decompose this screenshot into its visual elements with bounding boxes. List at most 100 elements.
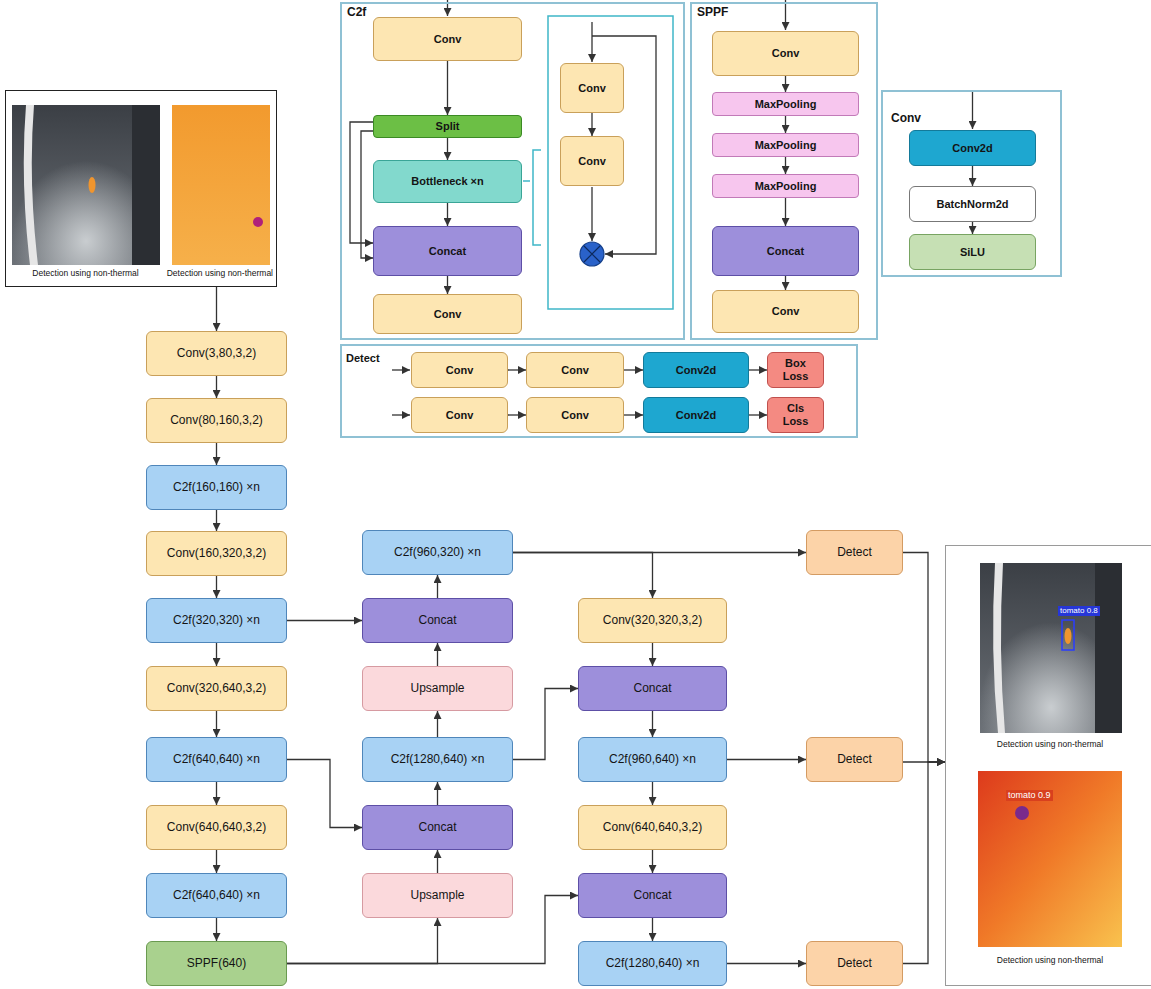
block-label: C2f(1280,640) ×n xyxy=(391,753,485,767)
block-label: Concat xyxy=(418,821,456,835)
c2f-block: C2f(160,160) ×n xyxy=(146,465,287,510)
connector xyxy=(287,620,362,621)
thermal-image xyxy=(978,771,1122,947)
block-label: Conv(3,80,3,2) xyxy=(177,347,256,361)
block-label: Concat xyxy=(633,682,671,696)
bracket xyxy=(533,150,541,245)
batchnorm-block: BatchNorm2d xyxy=(909,186,1036,222)
block-label: Conv xyxy=(772,305,800,318)
conv-block: Conv xyxy=(411,352,508,388)
block-label: Concat xyxy=(633,889,671,903)
detection-tag: tomato 0.9 xyxy=(1006,790,1053,801)
block-label: Detect xyxy=(837,546,872,560)
conv2d-block: Conv2d xyxy=(909,130,1036,166)
block-label: MaxPooling xyxy=(755,180,817,193)
connector xyxy=(624,414,643,415)
concat-block: Concat xyxy=(362,598,513,643)
block-label: Split xyxy=(436,120,460,133)
connector xyxy=(216,287,217,331)
block-label: C2f(320,320) ×n xyxy=(173,614,260,628)
block-label: Box Loss xyxy=(776,357,816,382)
thermal-spot xyxy=(1015,806,1029,820)
upsample-block: Upsample xyxy=(362,666,513,711)
connector xyxy=(727,963,806,964)
conv-block: Conv xyxy=(560,63,624,113)
block-label: Conv(80,160,3,2) xyxy=(170,414,263,428)
module-panel: ConvConv2dBatchNorm2dSiLU xyxy=(881,90,1062,277)
add-symbol xyxy=(580,242,604,266)
connector xyxy=(447,138,448,160)
block-label: Cls Loss xyxy=(776,402,816,427)
conv-block: Conv xyxy=(411,397,508,433)
connector xyxy=(652,782,653,805)
c2f-block: C2f(1280,640) ×n xyxy=(578,941,727,986)
maxpool-block: MaxPooling xyxy=(712,92,859,116)
conv-block: Conv(320,640,3,2) xyxy=(146,666,287,711)
block-label: C2f(160,160) ×n xyxy=(173,481,260,495)
connector xyxy=(972,222,973,234)
detect-block: Detect xyxy=(806,941,903,986)
image-caption: Detection using non-thermal xyxy=(997,740,1103,750)
conv-block: Conv xyxy=(526,352,624,388)
connector xyxy=(287,918,438,964)
c2f-block: C2f(640,640) ×n xyxy=(146,737,287,782)
connector xyxy=(591,113,592,136)
conv-block: Conv(3,80,3,2) xyxy=(146,331,287,376)
loss-block: Box Loss xyxy=(767,352,824,388)
c2f-block: C2f(1280,640) ×n xyxy=(362,737,513,782)
conv-block: Conv xyxy=(373,17,522,61)
panel-heading: SPPF xyxy=(697,6,728,20)
block-label: BatchNorm2d xyxy=(936,198,1008,211)
maxpool-block: MaxPooling xyxy=(712,133,859,157)
connector xyxy=(447,61,448,115)
conv-block: Conv xyxy=(526,397,624,433)
bottleneck-panel xyxy=(548,16,673,309)
connector xyxy=(785,276,786,290)
block-label: Conv xyxy=(434,308,462,321)
connector xyxy=(216,711,217,737)
block-label: Conv(640,640,3,2) xyxy=(603,821,702,835)
block-label: Conv xyxy=(772,47,800,60)
block-label: Detect xyxy=(837,753,872,767)
block-label: Conv xyxy=(578,82,606,95)
c2f-block: C2f(960,320) ×n xyxy=(362,530,513,575)
module-panel: DetectConvConvConv2dBox LossConvConvConv… xyxy=(340,344,858,438)
connector xyxy=(437,782,438,805)
connector xyxy=(216,643,217,666)
activation-block: SiLU xyxy=(909,234,1036,270)
connector xyxy=(785,76,786,92)
panel-heading: Detect xyxy=(346,352,380,365)
detect-block: Detect xyxy=(806,737,903,782)
photo-streak xyxy=(993,563,1005,733)
connector xyxy=(287,760,362,828)
connector xyxy=(652,918,653,941)
photo-light xyxy=(980,563,1122,733)
tomato-blob xyxy=(1065,628,1072,644)
connector xyxy=(749,369,767,370)
connector xyxy=(652,711,653,737)
block-label: SPPF(640) xyxy=(187,957,246,971)
image-caption: Detection using non-thermal xyxy=(167,269,273,279)
connector xyxy=(216,576,217,598)
concat-block: Concat xyxy=(373,226,522,276)
concat-block: Concat xyxy=(578,666,727,711)
connector xyxy=(216,443,217,465)
block-label: Concat xyxy=(767,245,804,258)
connector xyxy=(785,198,786,226)
conv-block: Conv xyxy=(712,31,859,76)
connector xyxy=(652,643,653,666)
input-arrow xyxy=(392,369,410,370)
block-label: Conv2d xyxy=(676,364,716,377)
image-caption: Detection using non-thermal xyxy=(32,269,138,279)
module-panel: C2fConvSplitBottleneck ×nConcatConvConvC… xyxy=(340,2,685,340)
sum-arrow xyxy=(591,187,592,241)
concat-block: Concat xyxy=(362,805,513,850)
block-label: Conv2d xyxy=(676,409,716,422)
connector xyxy=(437,850,438,873)
module-panel: SPPFConvMaxPoolingMaxPoolingMaxPoolingCo… xyxy=(690,2,878,340)
connector xyxy=(513,553,653,599)
input-arrow xyxy=(972,92,973,129)
result-panel: Detection using non-thermalDetection usi… xyxy=(945,545,1151,986)
block-label: Conv(320,320,3,2) xyxy=(603,614,702,628)
